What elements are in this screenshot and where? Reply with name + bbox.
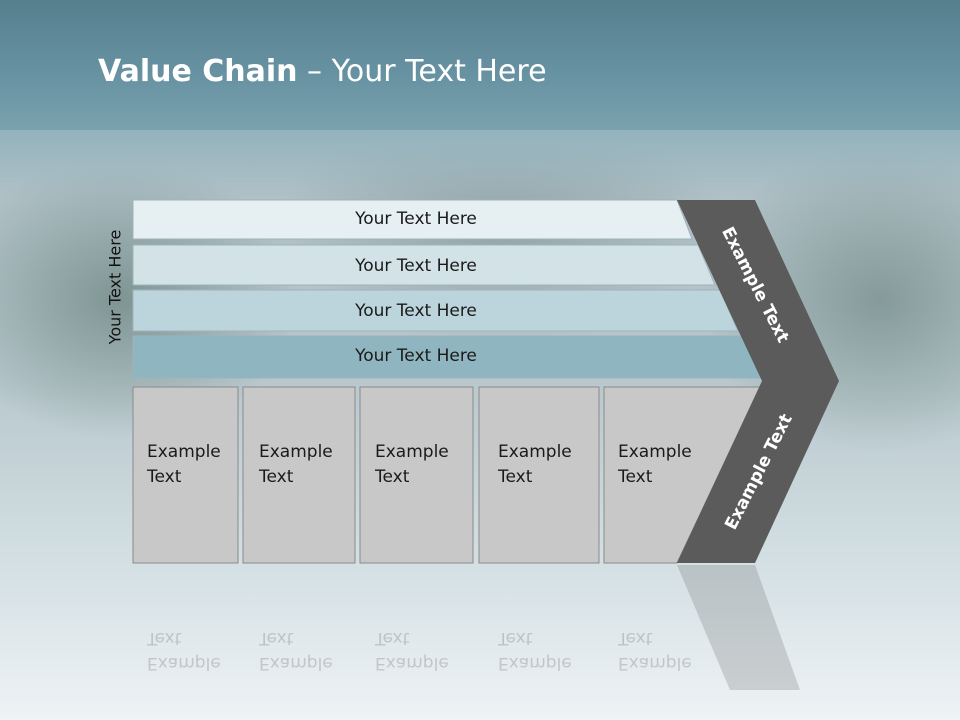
box-reflection-5: Example Text	[618, 628, 692, 673]
slide-title: Value Chain – Your Text Here	[98, 54, 547, 89]
activity-box-1	[132, 386, 239, 564]
row-band-2	[132, 244, 716, 286]
slide-title-rest: – Your Text Here	[297, 54, 547, 89]
box-reflection-3: Example Text	[375, 628, 449, 673]
box-label-2: Example Text	[259, 442, 333, 487]
activity-box-4	[478, 386, 600, 564]
chevron-reflection	[677, 565, 800, 690]
box-label-3: Example Text	[375, 442, 449, 487]
box-reflection-1: Example Text	[147, 628, 221, 673]
box-label-1: Example Text	[147, 442, 221, 487]
margin-chevron	[677, 200, 839, 563]
side-label: Your Text Here	[105, 229, 125, 345]
box-reflection-2: Example Text	[259, 628, 333, 673]
row-label-4: Your Text Here	[355, 346, 477, 366]
row-label-1: Your Text Here	[355, 209, 477, 229]
reflection: Example Text Example Text Example Text E…	[0, 565, 960, 695]
activity-box-3	[359, 386, 474, 564]
box-label-4: Example Text	[498, 442, 572, 487]
box-label-5: Example Text	[618, 442, 692, 487]
row-band-3	[132, 289, 739, 332]
row-label-3: Your Text Here	[355, 301, 477, 321]
row-label-2: Your Text Here	[355, 256, 477, 276]
activity-box-2	[242, 386, 356, 564]
row-band-1	[132, 199, 693, 240]
slide-title-bold: Value Chain	[98, 54, 298, 89]
box-reflection-4: Example Text	[498, 628, 572, 673]
title-bar	[0, 0, 960, 130]
